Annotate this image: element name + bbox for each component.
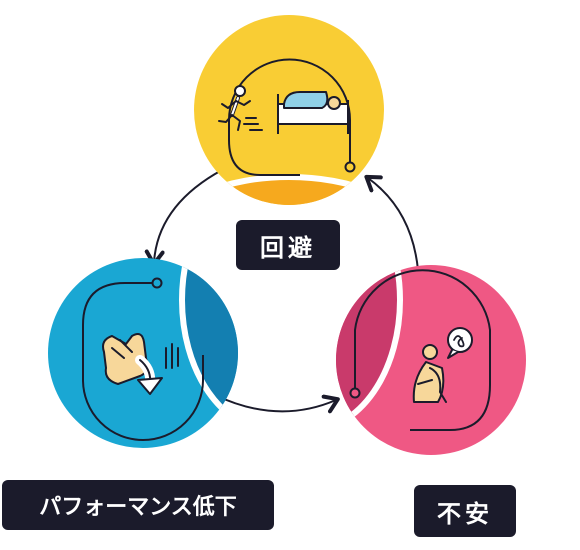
arrow-anxiety-to-avoidance (364, 174, 419, 271)
bed-icon (277, 91, 349, 134)
performance-accent-arc (180, 258, 238, 430)
falling-down-hand-icon (102, 333, 179, 395)
performance-loop-line (82, 282, 204, 441)
node-performance-drop (48, 258, 238, 448)
avoidance-loop-end-dot (344, 161, 356, 173)
arrow-avoidance-to-performance (144, 169, 223, 266)
anxiety-label: 不安 (414, 485, 516, 537)
anxiety-accent-arc (336, 265, 402, 430)
node-anxiety (336, 265, 526, 455)
anxiety-loop-end-dot (349, 387, 361, 399)
running-person-icon (218, 85, 263, 131)
performance-drop-label: パフォーマンス低下 (2, 480, 274, 530)
anxiety-loop-line (354, 269, 491, 431)
hugging-knees-worried-person-icon (412, 327, 473, 403)
avoidance-label: 回避 (236, 220, 340, 270)
avoidance-loop-line (228, 58, 351, 176)
performance-loop-end-dot (151, 277, 163, 289)
arrow-performance-to-anxiety (214, 394, 340, 414)
